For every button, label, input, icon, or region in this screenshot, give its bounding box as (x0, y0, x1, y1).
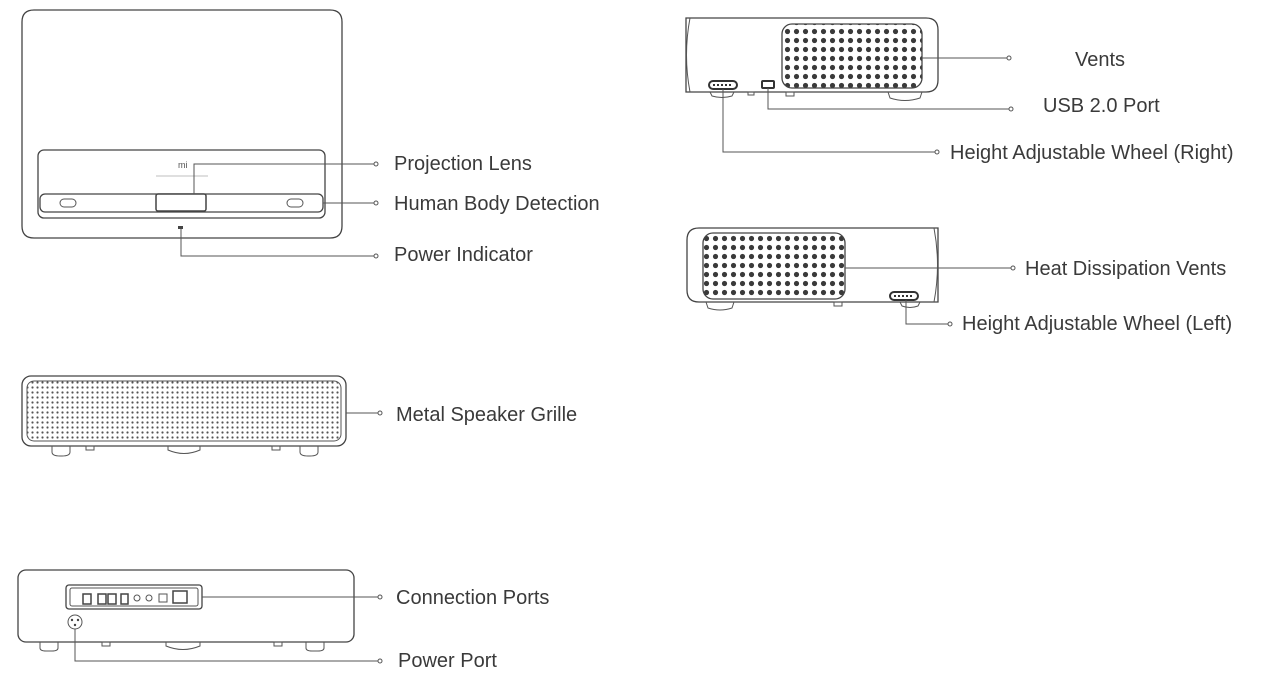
speaker-view-device (21, 375, 347, 457)
right-side-view-leaders (722, 55, 1014, 155)
label-projection-lens: Projection Lens (394, 153, 532, 175)
label-human-body-detection: Human Body Detection (394, 193, 600, 215)
left-side-view-leaders (845, 265, 1016, 327)
front-view-device (21, 9, 343, 239)
rear-view-leaders (74, 594, 383, 664)
label-vents: Vents (1075, 49, 1126, 71)
left-side-view-device (686, 227, 939, 311)
label-wheel-right: Height Adjustable Wheel (Right) (950, 142, 1234, 164)
label-usb-port: USB 2.0 Port (1043, 95, 1160, 117)
label-wheel-left: Height Adjustable Wheel (Left) (962, 313, 1233, 335)
logo-mark: mi (178, 160, 188, 170)
front-view-leaders (180, 161, 379, 259)
label-connection-ports: Connection Ports (396, 587, 550, 609)
speaker-view-leaders (346, 410, 383, 416)
label-metal-speaker-grille: Metal Speaker Grille (396, 404, 578, 426)
rear-view-device (17, 569, 355, 652)
label-power-indicator: Power Indicator (394, 244, 533, 266)
right-side-view-device (685, 17, 939, 101)
label-heat-vents: Heat Dissipation Vents (1025, 258, 1227, 280)
label-power-port: Power Port (398, 650, 497, 672)
